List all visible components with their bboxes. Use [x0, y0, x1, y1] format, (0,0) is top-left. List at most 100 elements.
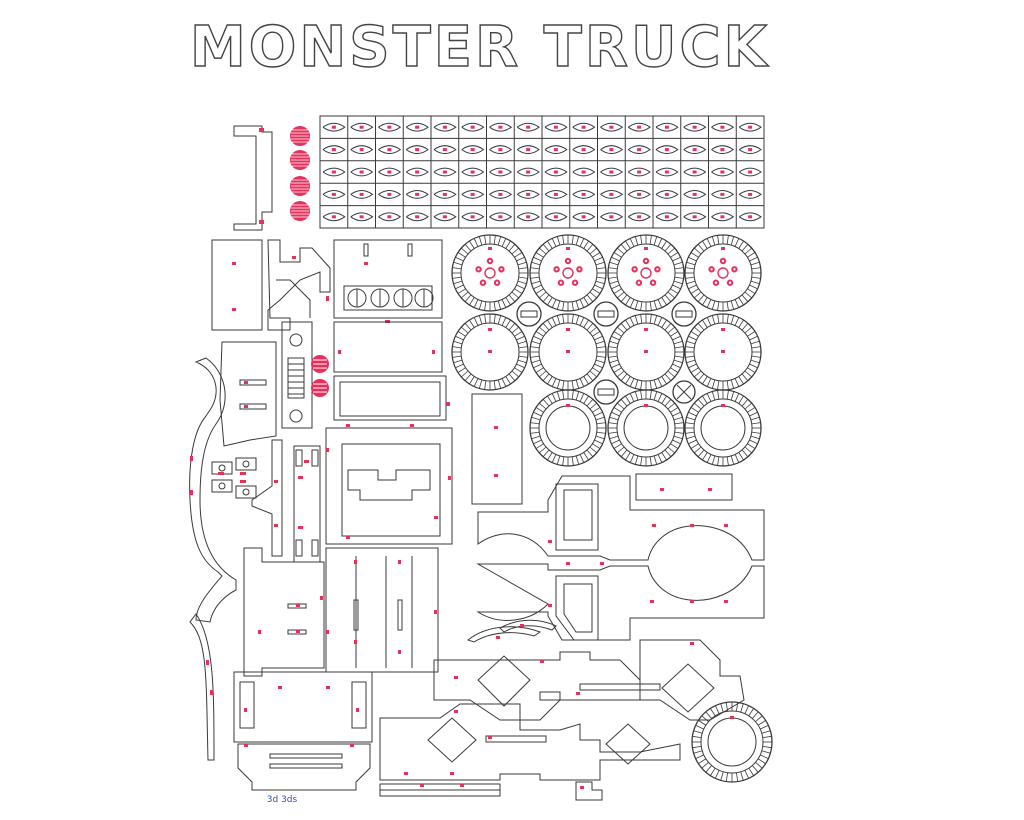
tread-segment: [680, 160, 707, 184]
tread-segment: [458, 205, 485, 228]
tread-segment: [597, 138, 624, 161]
red-disc: [290, 150, 310, 170]
roof-panel: [471, 393, 523, 505]
tread-segment: [347, 116, 374, 139]
wheel-disc: [684, 313, 762, 391]
tread-row: [319, 116, 764, 139]
tread-segment: [319, 160, 346, 184]
tread-segment: [458, 116, 485, 139]
tread-segment: [680, 116, 707, 139]
tire-tread-grid: [319, 115, 765, 229]
bottom-rails: [379, 783, 501, 797]
tread-segment: [513, 116, 540, 139]
washer-part: [593, 301, 619, 327]
tread-segment: [486, 183, 513, 206]
page-title: MONSTER TRUCK: [190, 15, 770, 80]
tread-row: [319, 183, 764, 207]
tread-segment: [486, 160, 513, 184]
tread-segment: [708, 116, 735, 139]
tread-segment: [735, 138, 762, 161]
washer-part: [593, 379, 619, 405]
tread-segment: [319, 205, 346, 228]
wheel-group: [451, 234, 773, 783]
tread-segment: [402, 116, 429, 139]
tread-segment: [652, 116, 679, 139]
suspension-plate-1: [433, 651, 641, 721]
long-axle-bar: [539, 683, 661, 701]
tread-segment: [430, 205, 457, 228]
steering-plate: [251, 439, 321, 563]
tread-segment: [458, 138, 485, 161]
suspension-plate-2: [639, 639, 745, 721]
tread-segment: [708, 183, 735, 206]
tread-segment: [486, 116, 513, 139]
tread-segment: [569, 160, 596, 184]
tread-segment: [652, 183, 679, 206]
tread-segment: [652, 160, 679, 184]
rim-with-hub: [607, 234, 685, 312]
tread-segment: [319, 116, 346, 139]
tread-segment: [708, 138, 735, 161]
wheel-disc: [529, 313, 607, 391]
tread-segment: [375, 138, 402, 161]
tread-segment: [541, 138, 568, 161]
tread-segment: [347, 160, 374, 184]
tire-ring: [529, 389, 607, 467]
tread-segment: [569, 183, 596, 206]
tread-segment: [624, 183, 651, 206]
tread-segment: [402, 183, 429, 206]
tread-segment: [458, 183, 485, 206]
tread-segment: [708, 160, 735, 184]
bed-floor-panel: [325, 547, 439, 673]
spare-tire: [691, 701, 773, 783]
tread-segment: [486, 205, 513, 228]
tread-segment: [597, 183, 624, 206]
tread-segment: [597, 160, 624, 184]
tread-row: [319, 138, 764, 162]
tread-segment: [375, 116, 402, 139]
tread-segment: [375, 205, 402, 228]
curved-side-strip: [189, 357, 237, 761]
tread-segment: [624, 116, 651, 139]
washer-part: [671, 301, 697, 327]
tread-segment: [513, 138, 540, 161]
red-disc: [290, 201, 310, 221]
red-disc: [290, 176, 310, 196]
tread-segment: [486, 138, 513, 161]
tread-segment: [347, 205, 374, 228]
grille-part: [281, 321, 329, 429]
tread-row: [319, 205, 764, 229]
tread-segment: [375, 183, 402, 206]
cross-washer: [672, 380, 696, 404]
tread-segment: [624, 160, 651, 184]
side-panel-left: [211, 239, 263, 331]
tread-segment: [319, 183, 346, 206]
tread-segment: [652, 138, 679, 161]
tread-segment: [541, 205, 568, 228]
chassis-frame: [325, 424, 453, 545]
tread-row: [319, 160, 764, 184]
tread-segment: [652, 205, 679, 228]
tread-segment: [430, 183, 457, 206]
red-disc: [290, 126, 310, 146]
tread-segment: [569, 205, 596, 228]
tread-segment: [375, 160, 402, 184]
credit-label: 3d 3ds: [267, 795, 298, 805]
tread-segment: [597, 116, 624, 139]
tread-segment: [569, 116, 596, 139]
truck-body-upper: [477, 473, 765, 561]
fender-arch-pieces: [466, 619, 557, 643]
engine-lower-panel: [333, 321, 450, 421]
tread-segment: [735, 116, 762, 139]
truck-body-lower: [476, 562, 765, 641]
tread-segment: [319, 138, 346, 161]
top-bracket-part: [233, 125, 273, 231]
tread-segment: [430, 138, 457, 161]
tire-ring: [684, 389, 762, 467]
bracket-arm-part: [267, 239, 331, 331]
rim-with-hub: [684, 234, 762, 312]
tread-segment: [458, 160, 485, 184]
tread-segment: [735, 160, 762, 184]
